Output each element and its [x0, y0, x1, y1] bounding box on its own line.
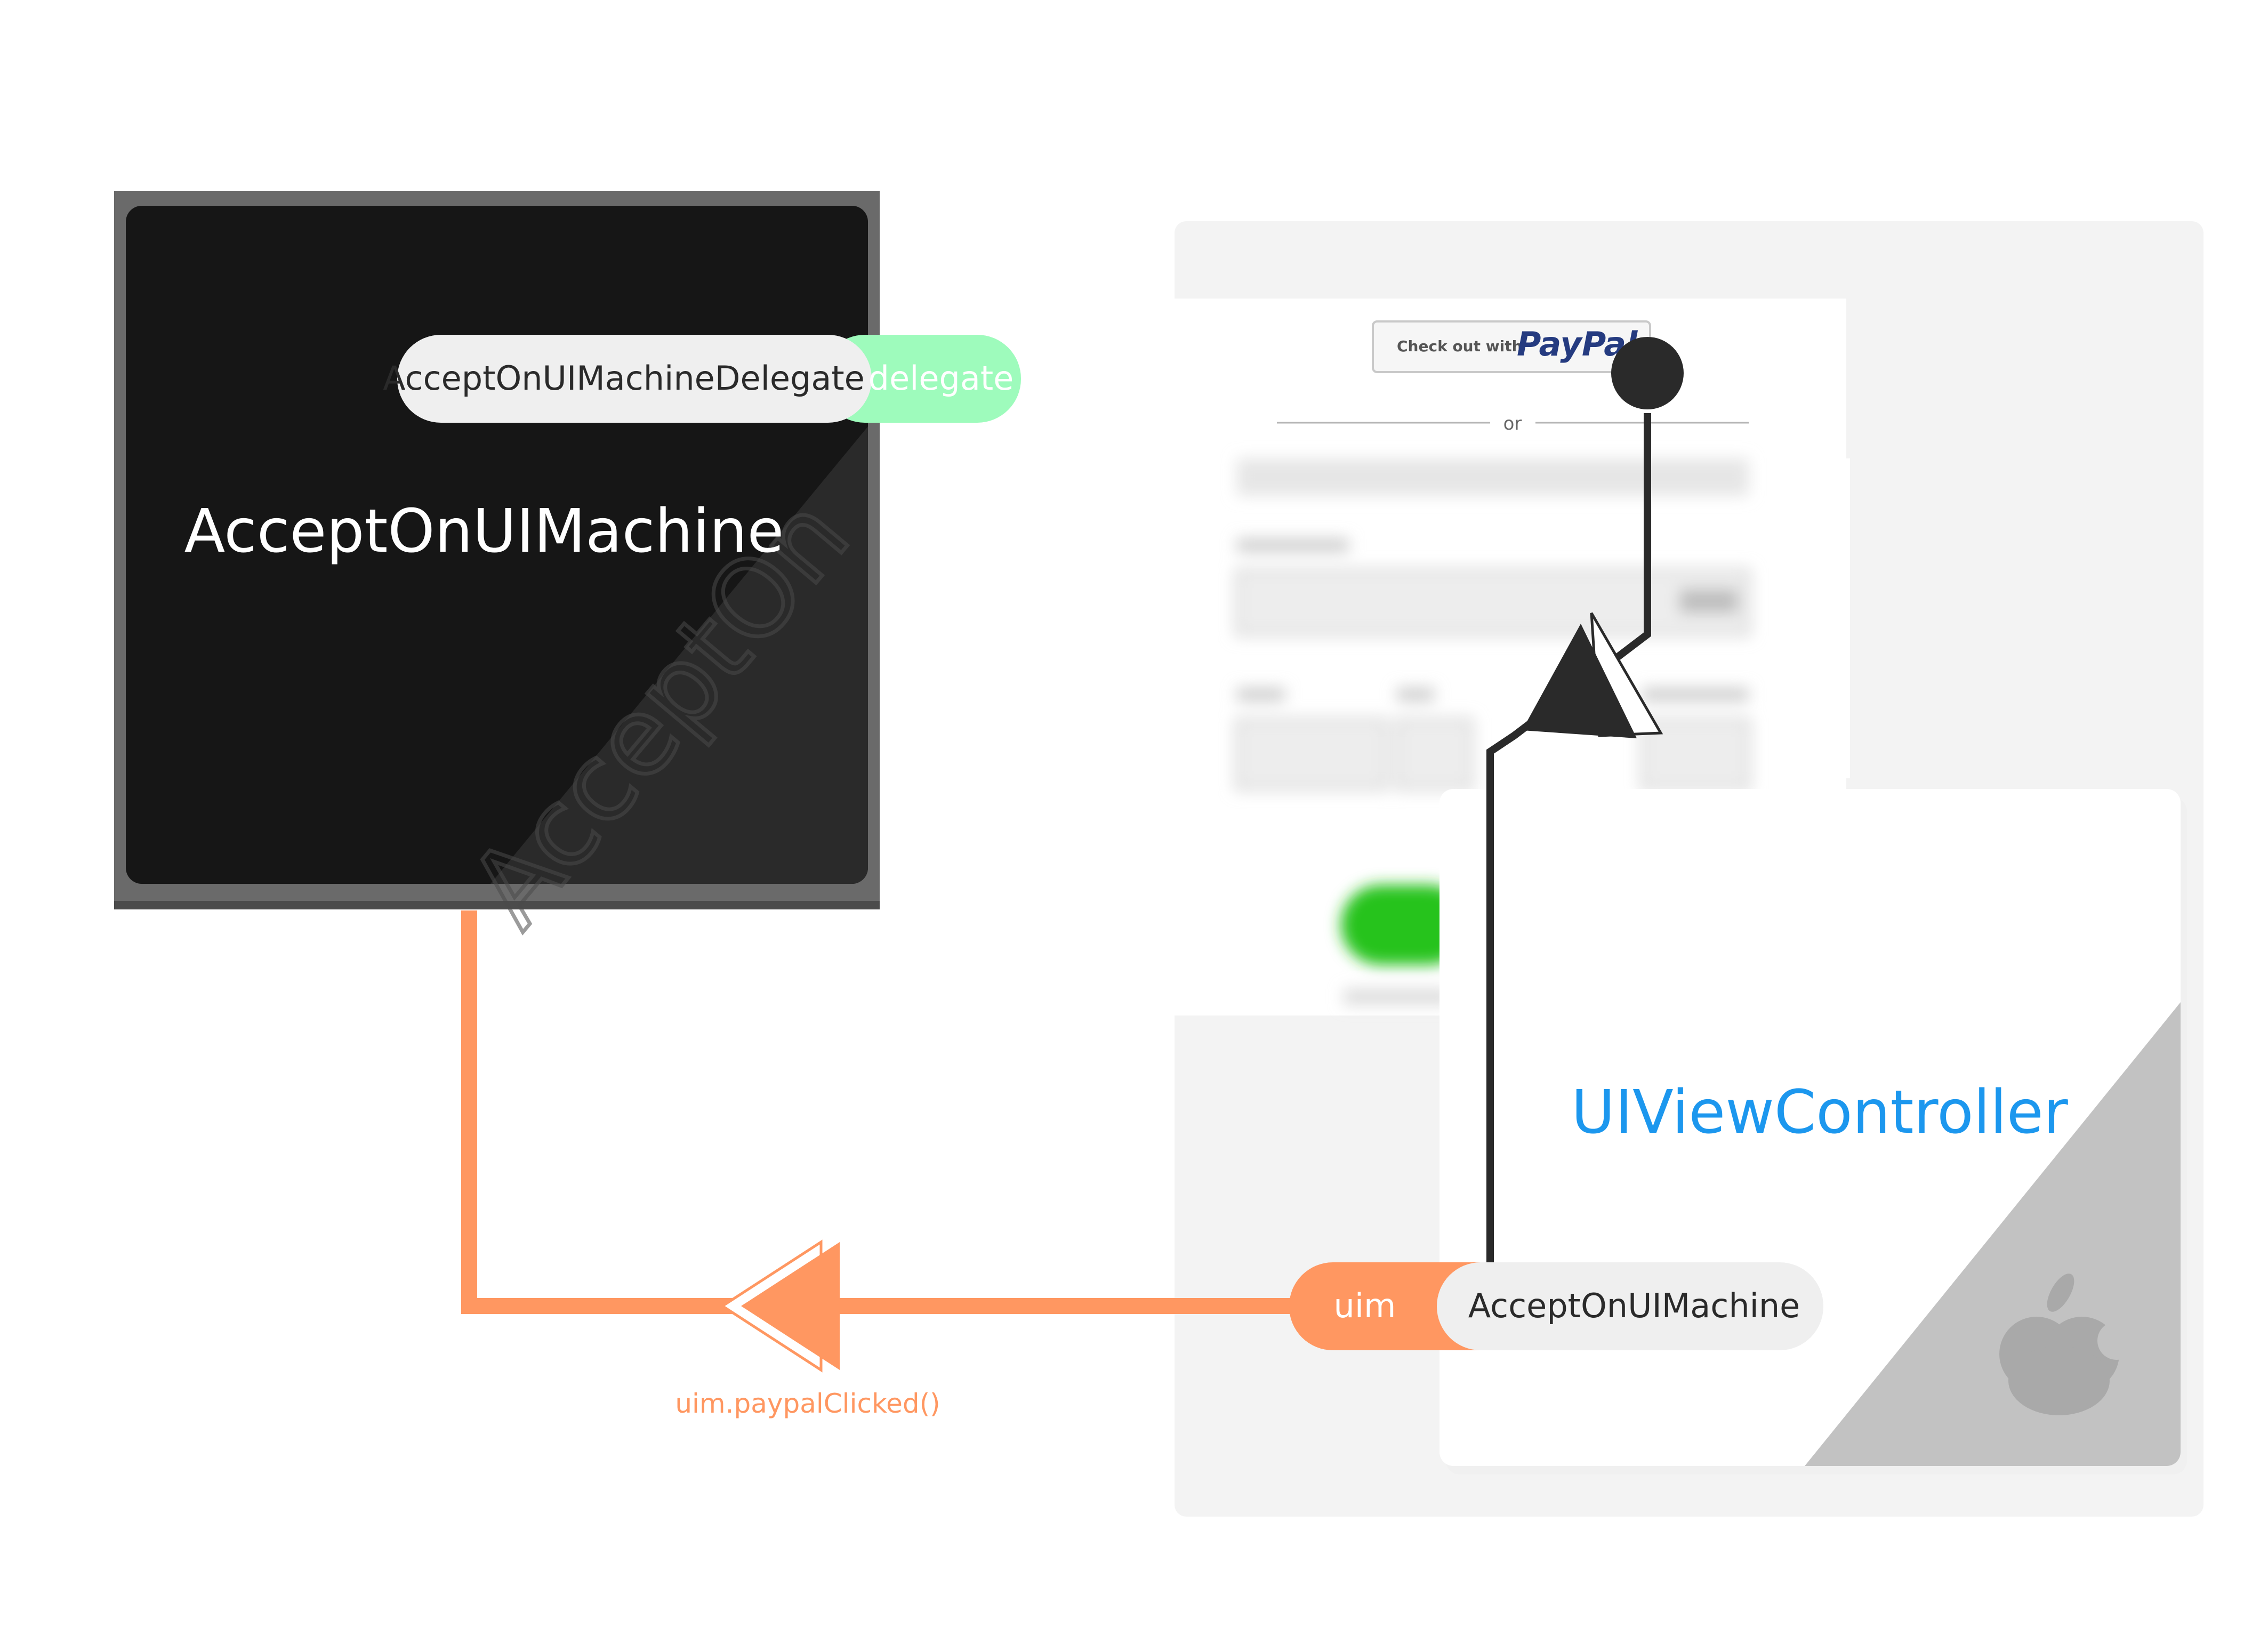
connector-arrowhead: [1522, 624, 1637, 738]
view-controller-card: UIViewController: [1439, 789, 2187, 1474]
paypal-prefix-text: Check out with: [1397, 337, 1523, 355]
paypal-clicked-call-arrow: uim.paypalClicked(): [461, 910, 1296, 1419]
paypal-button-connector: [1486, 337, 1684, 1263]
uim-type-label: AcceptOnUIMachine: [1468, 1286, 1800, 1325]
apple-icon: [1999, 1274, 2136, 1415]
connector-endpoint-dot: [1611, 337, 1684, 409]
uim-pill: uim AcceptOnUIMachine: [1289, 1262, 1823, 1350]
delegate-property-label: delegate: [868, 359, 1014, 398]
paypal-checkout-button[interactable]: Check out with PayPal: [1372, 320, 1651, 373]
blurred-card-form: [1235, 458, 1751, 1005]
accepton-ui-machine-box: AcceptOn AcceptOnUIMachine: [114, 191, 880, 951]
call-arrow-label: uim.paypalClicked(): [675, 1388, 940, 1419]
machine-box-title: AcceptOnUIMachine: [184, 497, 784, 566]
uim-property-label: uim: [1334, 1286, 1396, 1325]
delegate-pill: AcceptOnUIMachineDelegate delegate: [383, 335, 1021, 423]
call-arrowhead: [741, 1242, 840, 1370]
divider-or-text: or: [1503, 413, 1522, 434]
delegate-type-label: AcceptOnUIMachineDelegate: [383, 359, 865, 398]
delegate-property-tag: [821, 335, 1021, 423]
view-controller-title: UIViewController: [1571, 1078, 2069, 1147]
